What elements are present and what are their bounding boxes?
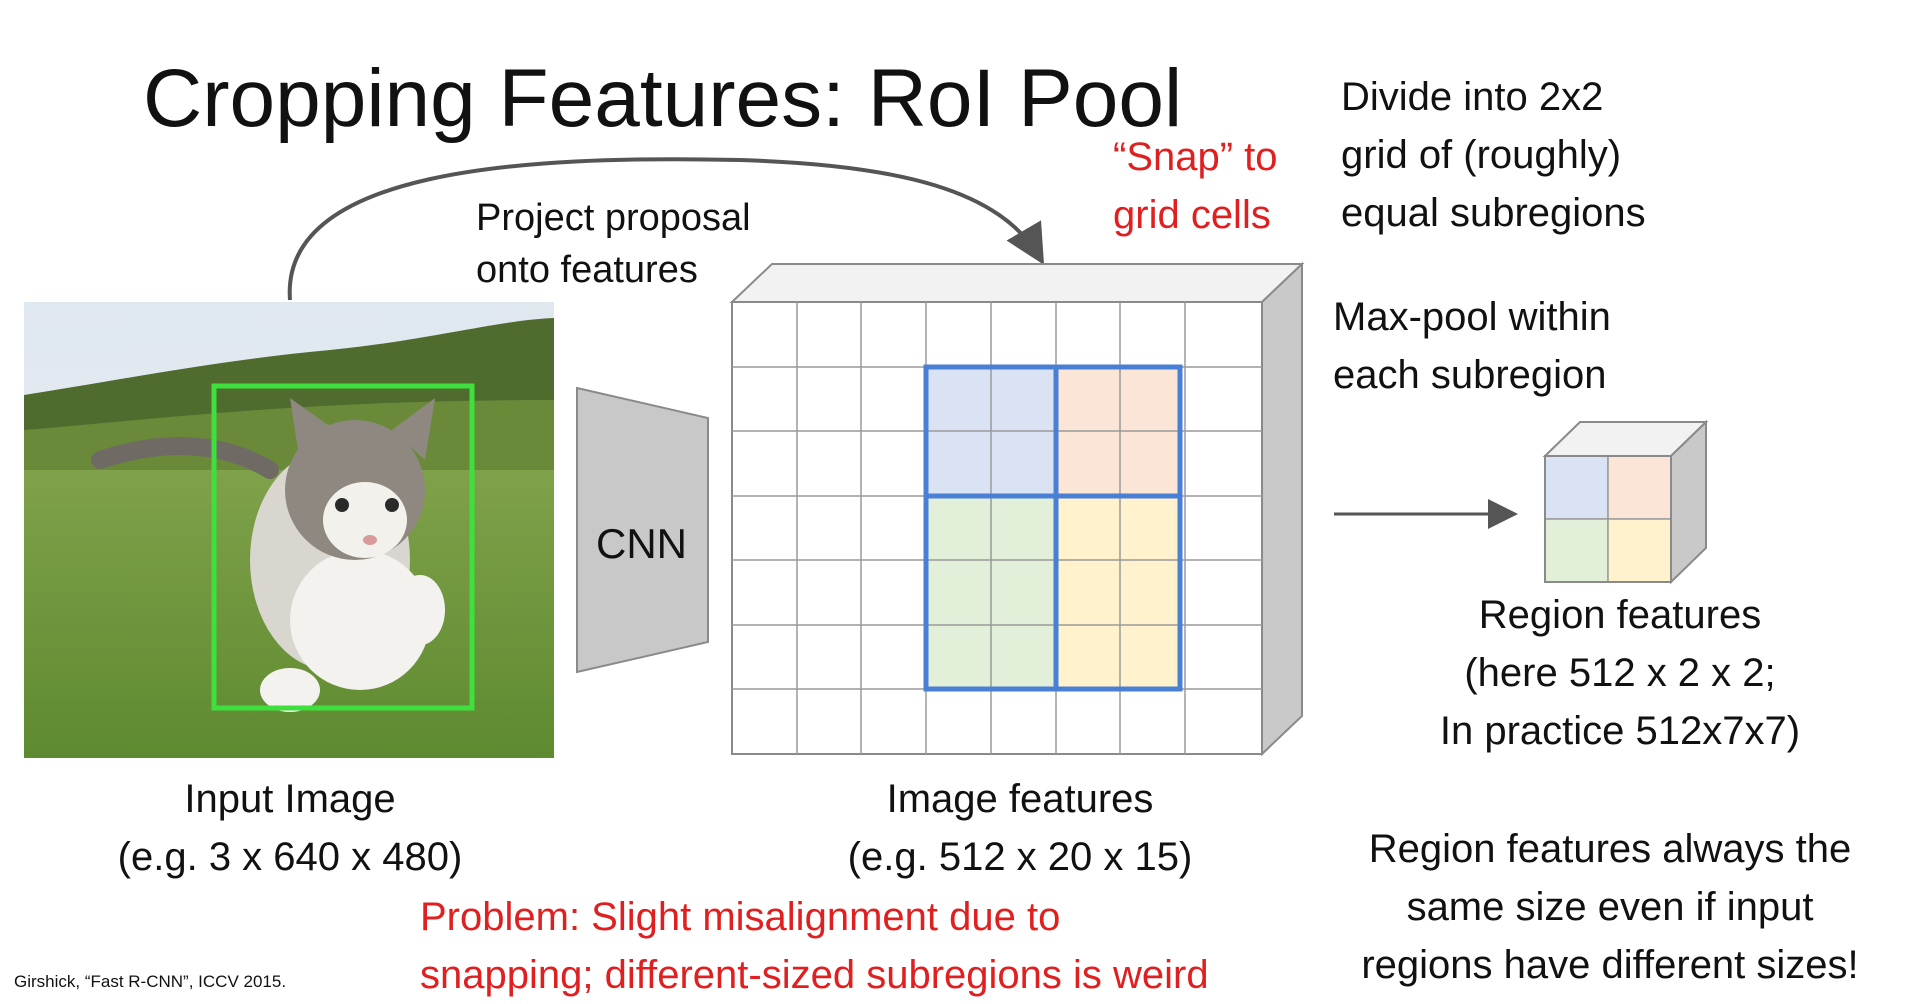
region-line-2: (here 512 x 2 x 2;	[1464, 651, 1776, 695]
kitten-tail	[91, 437, 279, 479]
divide-line-2: grid of (roughly)	[1341, 133, 1622, 177]
feature-volume-side	[1261, 261, 1303, 757]
slide-title: Cropping Features: RoI Pool	[143, 53, 1183, 144]
image-features-caption: Image features (e.g. 512 x 20 x 15)	[790, 770, 1250, 886]
problem-note: Problem: Slight misalignment due to snap…	[420, 888, 1209, 1004]
cnn-block	[576, 386, 709, 674]
snap-line-2: grid cells	[1113, 193, 1271, 237]
snap-line-1: “Snap” to	[1113, 135, 1278, 179]
project-proposal-label: Project proposal onto features	[476, 192, 751, 296]
maxpool-line-2: each subregion	[1333, 353, 1607, 397]
features-line-2: (e.g. 512 x 20 x 15)	[847, 835, 1193, 879]
projection-arrow	[287, 157, 1045, 301]
citation: Girshick, “Fast R-CNN”, ICCV 2015.	[14, 972, 287, 991]
divide-line-1: Divide into 2x2	[1341, 75, 1604, 119]
maxpool-label: Max-pool within each subregion	[1333, 288, 1611, 404]
divide-label: Divide into 2x2 grid of (roughly) equal …	[1341, 68, 1646, 242]
input-line-1: Input Image	[184, 777, 396, 821]
problem-line-1: Problem: Slight misalignment due to	[420, 895, 1061, 939]
proposal-box	[211, 383, 475, 711]
always-line-1: Region features always the	[1368, 827, 1852, 871]
region-line-3: In practice 512x7x7)	[1439, 709, 1801, 753]
project-line-2: onto features	[476, 249, 698, 291]
always-line-3: regions have different sizes!	[1361, 943, 1859, 987]
features-line-1: Image features	[886, 777, 1154, 821]
region-features-label: Region features (here 512 x 2 x 2; In pr…	[1400, 586, 1840, 760]
input-line-2: (e.g. 3 x 640 x 480)	[117, 835, 463, 879]
problem-line-2: snapping; different-sized subregions is …	[420, 953, 1209, 997]
always-line-2: same size even if input	[1406, 885, 1814, 929]
always-same-size-note: Region features always the same size eve…	[1330, 820, 1890, 994]
region-line-1: Region features	[1478, 593, 1762, 637]
feature-grid	[731, 301, 1263, 755]
region-features-cube	[1542, 419, 1709, 585]
input-image-caption: Input Image (e.g. 3 x 640 x 480)	[60, 770, 520, 886]
snap-label: “Snap” to grid cells	[1113, 128, 1278, 244]
maxpool-line-1: Max-pool within	[1333, 295, 1611, 339]
divide-line-3: equal subregions	[1341, 191, 1646, 235]
project-line-1: Project proposal	[476, 197, 751, 239]
cnn-label: CNN	[596, 520, 687, 567]
subregion-bottom-right	[1056, 496, 1180, 689]
snapped-roi-box	[923, 364, 1183, 692]
feature-volume-top	[729, 263, 1305, 303]
